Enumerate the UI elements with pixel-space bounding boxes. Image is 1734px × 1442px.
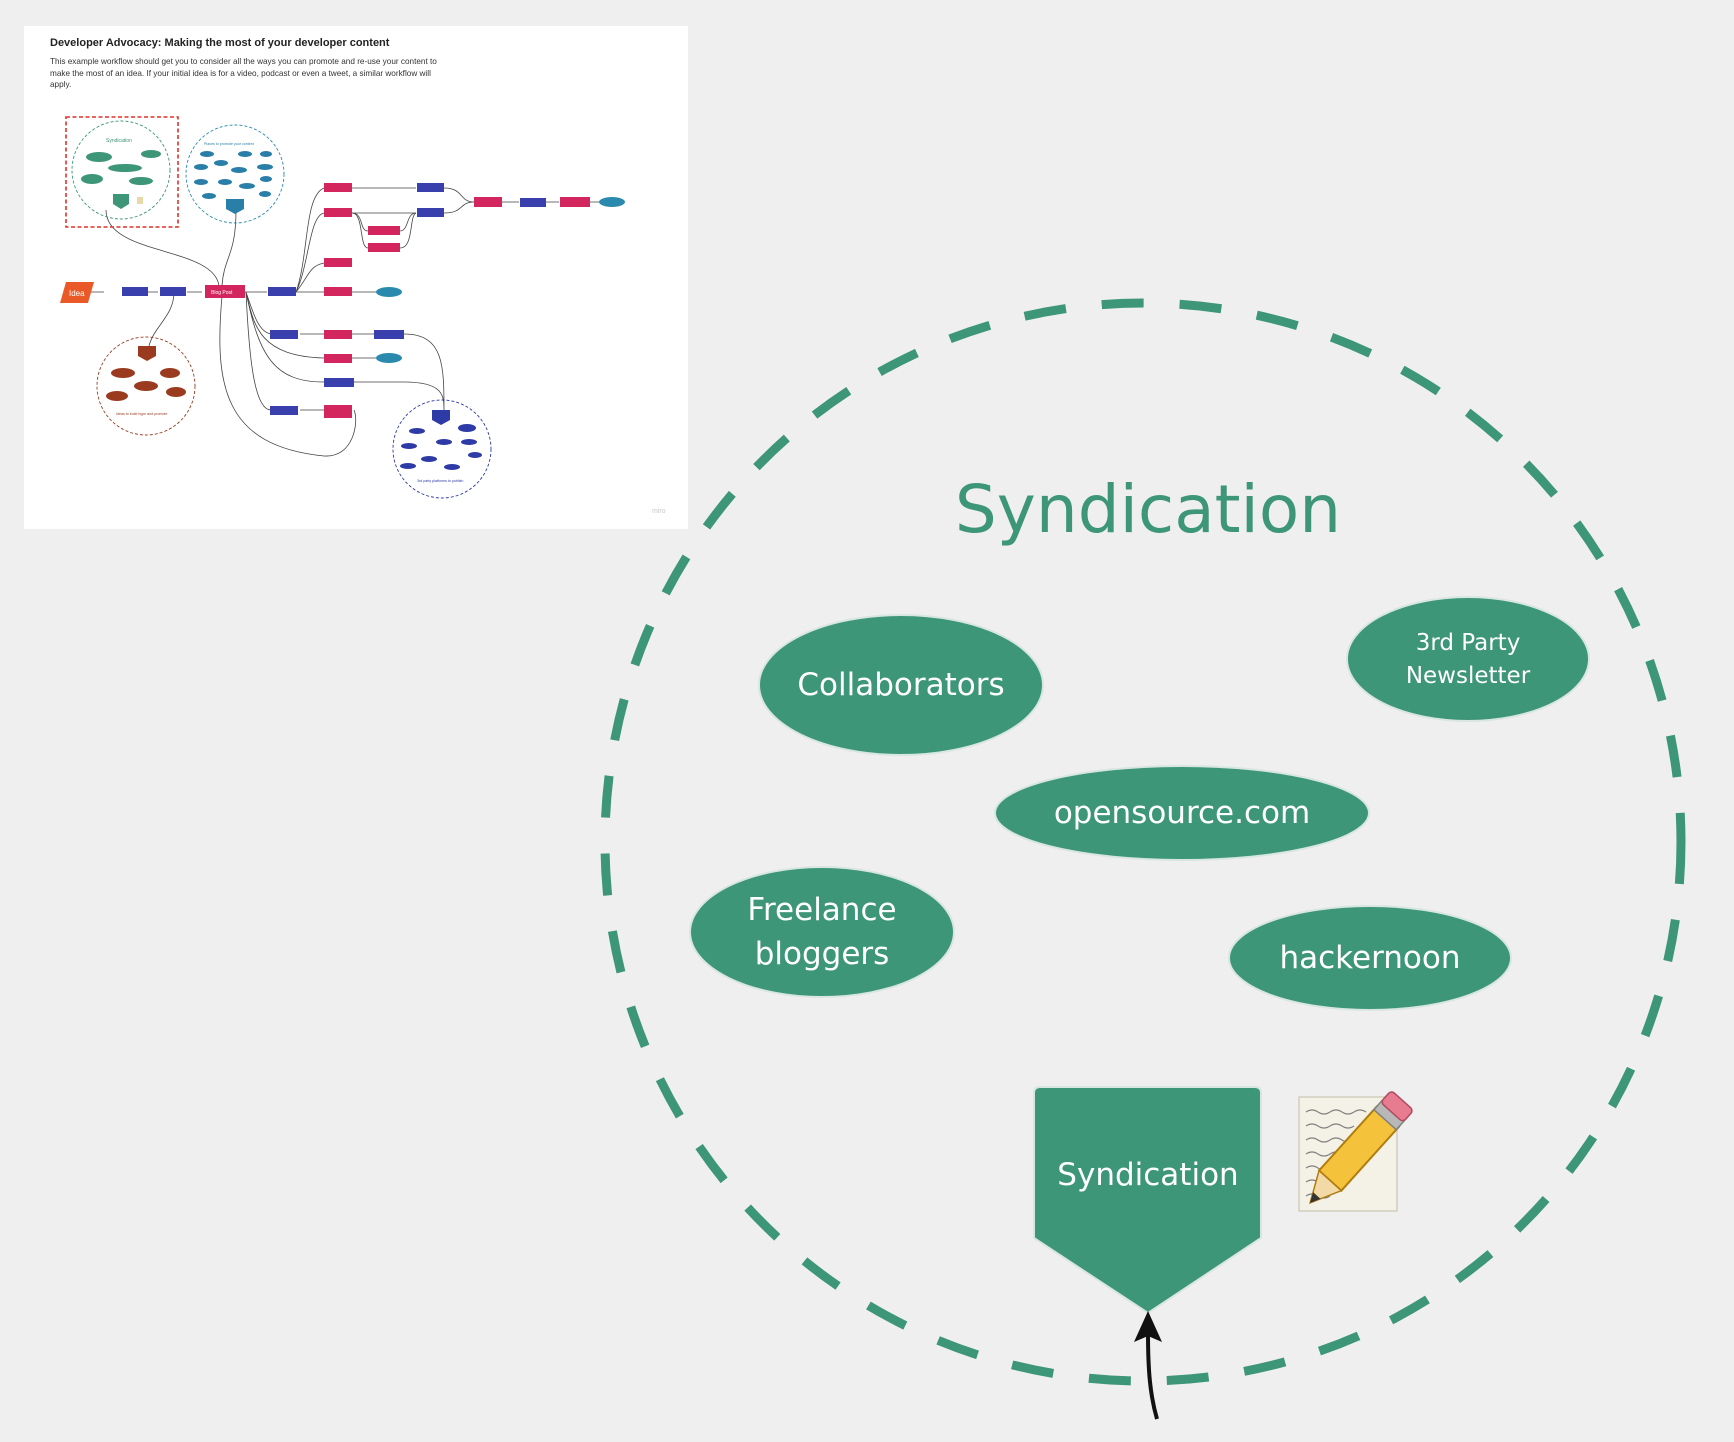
svg-text:Ideas to build hype and promot: Ideas to build hype and promote	[116, 412, 167, 416]
minimap-syndication-title: Syndication	[106, 138, 132, 144]
minimap-syndication-group	[71, 120, 171, 220]
syndication-group-border[interactable]	[600, 298, 1686, 1386]
minimap-diagram: Syndication Places to promote your conte…	[60, 116, 666, 515]
svg-text:Places to promote your content: Places to promote your content	[204, 142, 254, 146]
minimap-magenta-nodes	[205, 183, 590, 418]
notepad-pencil-icon[interactable]	[1298, 1090, 1414, 1213]
collaborators-label: Collaborators	[797, 667, 1004, 703]
third-party-newsletter-label-line1: 3rd Party	[1416, 630, 1521, 656]
freelance-bloggers-node[interactable]: Freelance bloggers	[689, 866, 955, 998]
svg-text:3rd party platforms to publish: 3rd party platforms to publish	[417, 479, 463, 483]
minimap-brown-group	[96, 336, 196, 436]
freelance-bloggers-label-line2: bloggers	[755, 936, 890, 972]
minimap-blog-post-label: Blog Post	[211, 290, 233, 296]
minimap-watermark: miro	[652, 508, 666, 515]
hackernoon-node[interactable]: hackernoon	[1228, 905, 1512, 1011]
minimap-platform-items	[400, 410, 482, 470]
hackernoon-label: hackernoon	[1279, 940, 1460, 976]
opensource-label: opensource.com	[1054, 795, 1310, 831]
minimap-brown-items	[106, 346, 186, 401]
minimap-idea-node	[60, 282, 94, 303]
board-minimap[interactable]: Developer Advocacy: Making the most of y…	[24, 26, 688, 529]
syndication-marker-label: Syndication	[1057, 1157, 1238, 1193]
collaborators-node[interactable]: Collaborators	[758, 614, 1044, 756]
minimap-promote-pills	[376, 197, 625, 363]
syndication-marker[interactable]: Syndication	[1033, 1086, 1262, 1315]
third-party-newsletter-label-line2: Newsletter	[1406, 663, 1531, 689]
incoming-connector-arrow[interactable]	[1134, 1311, 1162, 1420]
minimap-syndication-items	[81, 150, 161, 209]
opensource-node[interactable]: opensource.com	[994, 765, 1370, 861]
minimap-platform-group	[392, 399, 492, 499]
syndication-group-title: Syndication	[955, 471, 1341, 548]
minimap-idea-label: Idea	[69, 289, 85, 298]
minimap-promote-items	[194, 151, 273, 214]
minimap-navy-nodes	[122, 183, 546, 415]
minimap-promote-group	[185, 124, 285, 224]
freelance-bloggers-label-line1: Freelance	[747, 892, 896, 928]
minimap-note-icon	[137, 197, 143, 204]
minimap-description: This example workflow should get you to …	[50, 57, 437, 89]
minimap-title: Developer Advocacy: Making the most of y…	[50, 37, 390, 49]
minimap-viewport-highlight	[65, 116, 179, 228]
third-party-newsletter-node[interactable]: 3rd Party Newsletter	[1346, 596, 1590, 722]
